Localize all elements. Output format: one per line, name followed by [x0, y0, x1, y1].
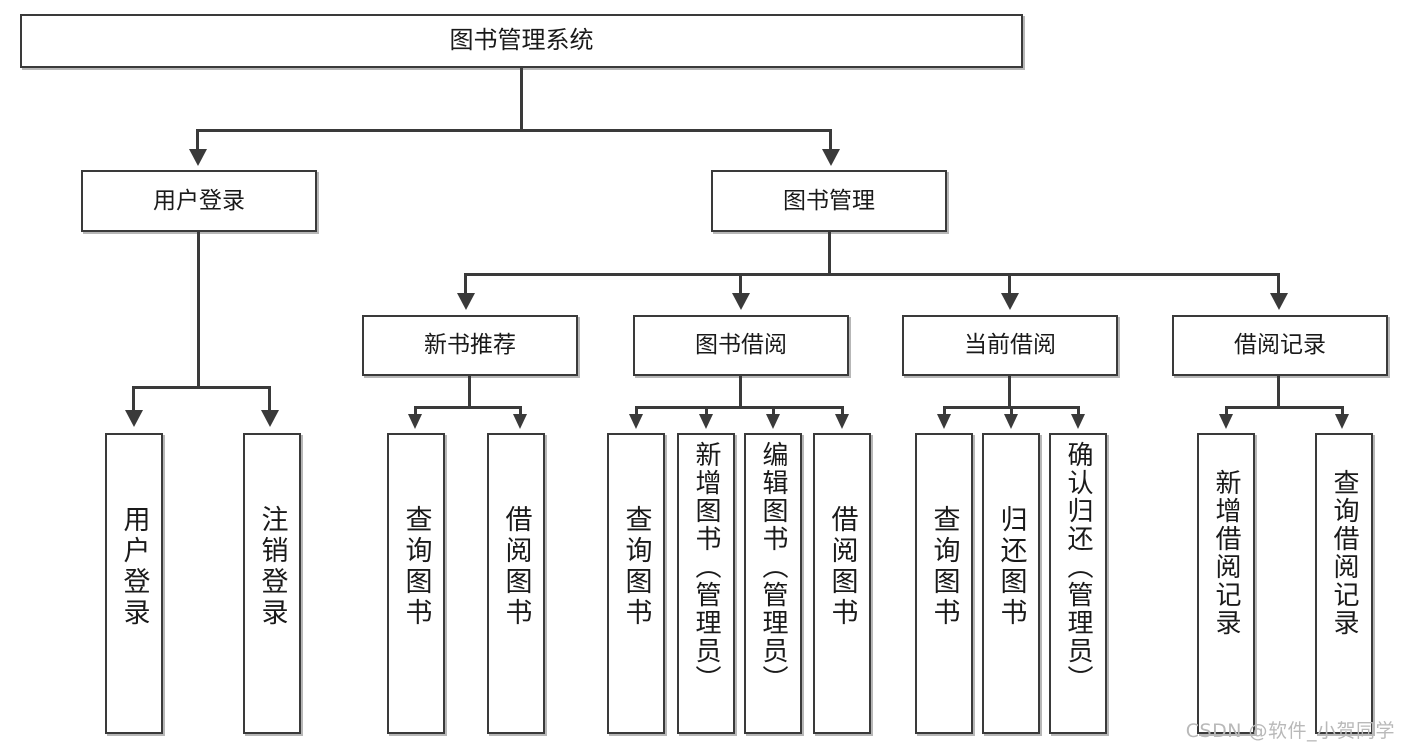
arrow-bm-new-book-recommend	[457, 293, 475, 310]
arrow-cb-leaf-2	[1004, 414, 1018, 429]
connector-cb-drop-2	[1010, 406, 1013, 416]
node-borrow-record[interactable]: 借阅记录	[1172, 315, 1388, 376]
leaf-edit-book[interactable]: 编辑图书（管理员）	[744, 433, 802, 734]
connector-root-stem	[520, 68, 523, 131]
arrow-bm-book-borrow	[732, 293, 750, 310]
connector-user-login-drop-1	[132, 386, 135, 412]
node-user-login[interactable]: 用户登录	[81, 170, 317, 232]
connector-br-bus	[1225, 406, 1344, 409]
leaf-return-book[interactable]: 归还图书	[982, 433, 1040, 734]
leaf-query-book-borrow[interactable]: 查询图书	[607, 433, 665, 734]
node-new-book-recommend[interactable]: 新书推荐	[362, 315, 578, 376]
arrow-br-leaf-2	[1335, 414, 1349, 429]
arrow-bb-leaf-2	[699, 414, 713, 429]
connector-bb-drop-1	[635, 406, 638, 416]
node-label: 图书管理系统	[449, 26, 594, 55]
connector-bm-drop-2	[739, 273, 742, 295]
node-label: 查询图书	[928, 505, 960, 629]
connector-user-login-drop-2	[268, 386, 271, 412]
leaf-add-borrow-record[interactable]: 新增借阅记录	[1197, 433, 1255, 734]
arrow-root-to-user-login	[189, 149, 207, 166]
node-label: 新增图书（管理员）	[691, 441, 721, 693]
node-book-borrow[interactable]: 图书借阅	[633, 315, 849, 376]
node-label: 图书借阅	[695, 332, 787, 359]
arrow-bb-leaf-3	[766, 414, 780, 429]
connector-br-drop-1	[1225, 406, 1228, 416]
arrow-user-login-leaf-2	[261, 410, 279, 427]
connector-book-manage-stem	[828, 232, 831, 276]
node-label: 图书管理	[783, 187, 875, 214]
connector-user-login-bus	[132, 386, 270, 389]
arrow-user-login-leaf-1	[125, 410, 143, 427]
leaf-add-book[interactable]: 新增图书（管理员）	[677, 433, 735, 734]
connector-root-to-user-login	[196, 129, 199, 151]
leaf-borrow-book-recommend[interactable]: 借阅图书	[487, 433, 545, 734]
connector-nbr-drop-2	[519, 406, 522, 416]
connector-bm-drop-4	[1277, 273, 1280, 295]
connector-cb-drop-1	[943, 406, 946, 416]
connector-bb-drop-2	[705, 406, 708, 416]
leaf-borrow-book[interactable]: 借阅图书	[813, 433, 871, 734]
arrow-bb-leaf-1	[629, 414, 643, 429]
arrow-bm-current-borrow	[1001, 293, 1019, 310]
node-label: 注销登录	[256, 505, 288, 629]
node-current-borrow[interactable]: 当前借阅	[902, 315, 1118, 376]
connector-nbr-drop-1	[414, 406, 417, 416]
arrow-br-leaf-1	[1219, 414, 1233, 429]
node-label: 用户登录	[118, 505, 150, 629]
connector-root-bus	[196, 129, 832, 132]
node-label: 借阅图书	[826, 505, 858, 629]
connector-bb-bus	[635, 406, 843, 409]
node-book-manage[interactable]: 图书管理	[711, 170, 947, 232]
leaf-user-login[interactable]: 用户登录	[105, 433, 163, 734]
connector-user-login-stem	[197, 232, 200, 389]
arrow-nbr-leaf-2	[513, 414, 527, 429]
node-label: 查询图书	[400, 505, 432, 629]
node-label: 当前借阅	[964, 332, 1056, 359]
connector-nbr-bus	[414, 406, 522, 409]
leaf-confirm-return[interactable]: 确认归还（管理员）	[1049, 433, 1107, 734]
node-label: 编辑图书（管理员）	[758, 441, 788, 693]
arrow-bm-borrow-record	[1270, 293, 1288, 310]
arrow-cb-leaf-1	[937, 414, 951, 429]
connector-root-to-book-manage	[829, 129, 832, 151]
connector-bm-drop-3	[1008, 273, 1011, 295]
leaf-query-borrow-record[interactable]: 查询借阅记录	[1315, 433, 1373, 734]
arrow-root-to-book-manage	[822, 149, 840, 166]
arrow-nbr-leaf-1	[408, 414, 422, 429]
node-label: 归还图书	[995, 505, 1027, 629]
node-label: 用户登录	[153, 187, 245, 214]
node-label: 新增借阅记录	[1211, 469, 1241, 637]
node-book-management-system[interactable]: 图书管理系统	[20, 14, 1023, 68]
connector-cb-stem	[1008, 376, 1011, 409]
node-label: 查询借阅记录	[1329, 469, 1359, 637]
connector-bb-drop-3	[772, 406, 775, 416]
arrow-cb-leaf-3	[1071, 414, 1085, 429]
watermark-csdn: CSDN @软件_小贺同学	[1185, 720, 1395, 742]
connector-bb-stem	[739, 376, 742, 409]
leaf-user-logout[interactable]: 注销登录	[243, 433, 301, 734]
node-label: 借阅图书	[500, 505, 532, 629]
connector-bm-drop-1	[464, 273, 467, 295]
connector-book-manage-bus	[464, 273, 1280, 276]
node-label: 新书推荐	[424, 332, 516, 359]
leaf-query-book-current[interactable]: 查询图书	[915, 433, 973, 734]
node-label: 查询图书	[620, 505, 652, 629]
connector-br-stem	[1277, 376, 1280, 409]
leaf-query-book-recommend[interactable]: 查询图书	[387, 433, 445, 734]
connector-br-drop-2	[1341, 406, 1344, 416]
connector-cb-drop-3	[1077, 406, 1080, 416]
node-label: 借阅记录	[1234, 332, 1326, 359]
arrow-bb-leaf-4	[835, 414, 849, 429]
connector-bb-drop-4	[841, 406, 844, 416]
node-label: 确认归还（管理员）	[1063, 441, 1093, 693]
connector-nbr-stem	[468, 376, 471, 409]
